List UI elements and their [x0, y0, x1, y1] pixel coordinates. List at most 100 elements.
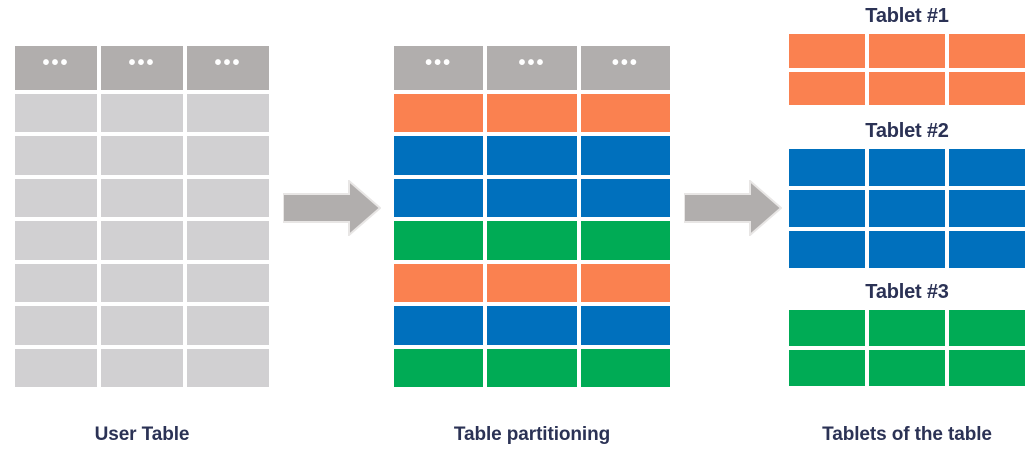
table-cell — [485, 346, 579, 389]
table-cell — [185, 346, 271, 389]
table-cell — [185, 219, 271, 262]
table-row — [13, 92, 271, 135]
table-cell — [578, 92, 672, 135]
table-row — [787, 308, 1027, 348]
table-cell — [867, 229, 947, 270]
table-row-partition-tablet-1 — [392, 261, 672, 305]
tablet-3-table — [787, 308, 1027, 388]
table-header-cell: ••• — [578, 44, 672, 92]
ellipsis-icon: ••• — [518, 52, 546, 74]
table-cell — [867, 147, 947, 188]
table-row — [787, 32, 1027, 70]
ellipsis-icon: ••• — [42, 52, 70, 74]
table-row-partition-tablet-2 — [392, 176, 672, 220]
table-row — [13, 261, 271, 305]
table-cell — [867, 348, 947, 388]
table-row-partition-tablet-3 — [392, 346, 672, 389]
table-header-row: ••• ••• ••• — [13, 44, 271, 92]
arrow-right-icon — [684, 180, 782, 236]
table-row — [787, 69, 1027, 107]
table-cell — [787, 32, 867, 70]
table-cell — [99, 304, 185, 347]
table-cell — [947, 348, 1027, 388]
table-header-cell: ••• — [485, 44, 579, 92]
table-cell — [13, 261, 99, 305]
table-cell — [392, 134, 486, 177]
table-row — [787, 147, 1027, 188]
table-row — [13, 219, 271, 262]
table-header-cell: ••• — [13, 44, 99, 92]
table-cell — [787, 69, 867, 107]
table-cell — [99, 346, 185, 389]
table-cell — [392, 261, 486, 305]
table-cell — [787, 308, 867, 348]
table-cell — [185, 92, 271, 135]
table-cell — [185, 134, 271, 177]
arrow-right-icon — [283, 180, 381, 236]
table-cell — [99, 92, 185, 135]
table-row — [13, 176, 271, 220]
table-header-cell: ••• — [392, 44, 486, 92]
table-cell — [99, 134, 185, 177]
ellipsis-icon: ••• — [214, 52, 242, 74]
ellipsis-icon: ••• — [425, 52, 453, 74]
table-cell — [578, 219, 672, 262]
table-cell — [185, 176, 271, 220]
table-cell — [392, 176, 486, 220]
table-cell — [13, 92, 99, 135]
table-row — [787, 348, 1027, 388]
table-cell — [99, 261, 185, 305]
table-cell — [392, 346, 486, 389]
table-cell — [867, 188, 947, 229]
table-cell — [485, 219, 579, 262]
table-cell — [13, 176, 99, 220]
table-header-cell: ••• — [99, 44, 185, 92]
table-cell — [13, 304, 99, 347]
table-cell — [485, 134, 579, 177]
table-cell — [392, 219, 486, 262]
table-cell — [392, 92, 486, 135]
table-cell — [867, 32, 947, 70]
table-cell — [13, 134, 99, 177]
table-header-row: ••• ••• ••• — [392, 44, 672, 92]
tablet-1-table — [787, 32, 1027, 107]
table-cell — [99, 176, 185, 220]
table-row-partition-tablet-3 — [392, 219, 672, 262]
partitioned-table: ••• ••• ••• — [392, 44, 672, 389]
table-row-partition-tablet-2 — [392, 304, 672, 347]
caption-table-partitioning: Table partitioning — [453, 424, 611, 445]
table-cell — [485, 261, 579, 305]
table-cell — [13, 346, 99, 389]
table-cell — [867, 69, 947, 107]
table-cell — [485, 304, 579, 347]
table-cell — [787, 229, 867, 270]
table-cell — [947, 147, 1027, 188]
table-cell — [947, 308, 1027, 348]
tablet-2-title: Tablet #2 — [865, 120, 949, 142]
table-cell — [787, 147, 867, 188]
table-row — [13, 346, 271, 389]
table-cell — [947, 229, 1027, 270]
table-cell — [578, 304, 672, 347]
table-cell — [578, 134, 672, 177]
table-cell — [13, 219, 99, 262]
table-cell — [947, 69, 1027, 107]
table-cell — [947, 188, 1027, 229]
user-table: ••• ••• ••• — [13, 44, 271, 389]
table-cell — [578, 176, 672, 220]
caption-tablets-of-the-table: Tablets of the table — [822, 424, 992, 445]
table-row — [787, 188, 1027, 229]
table-cell — [392, 304, 486, 347]
ellipsis-icon: ••• — [128, 52, 156, 74]
table-row — [13, 304, 271, 347]
ellipsis-icon: ••• — [611, 52, 639, 74]
table-cell — [185, 261, 271, 305]
table-cell — [185, 304, 271, 347]
table-cell — [485, 176, 579, 220]
table-cell — [578, 346, 672, 389]
table-cell — [99, 219, 185, 262]
table-row-partition-tablet-2 — [392, 134, 672, 177]
table-row — [13, 134, 271, 177]
table-row — [787, 229, 1027, 270]
